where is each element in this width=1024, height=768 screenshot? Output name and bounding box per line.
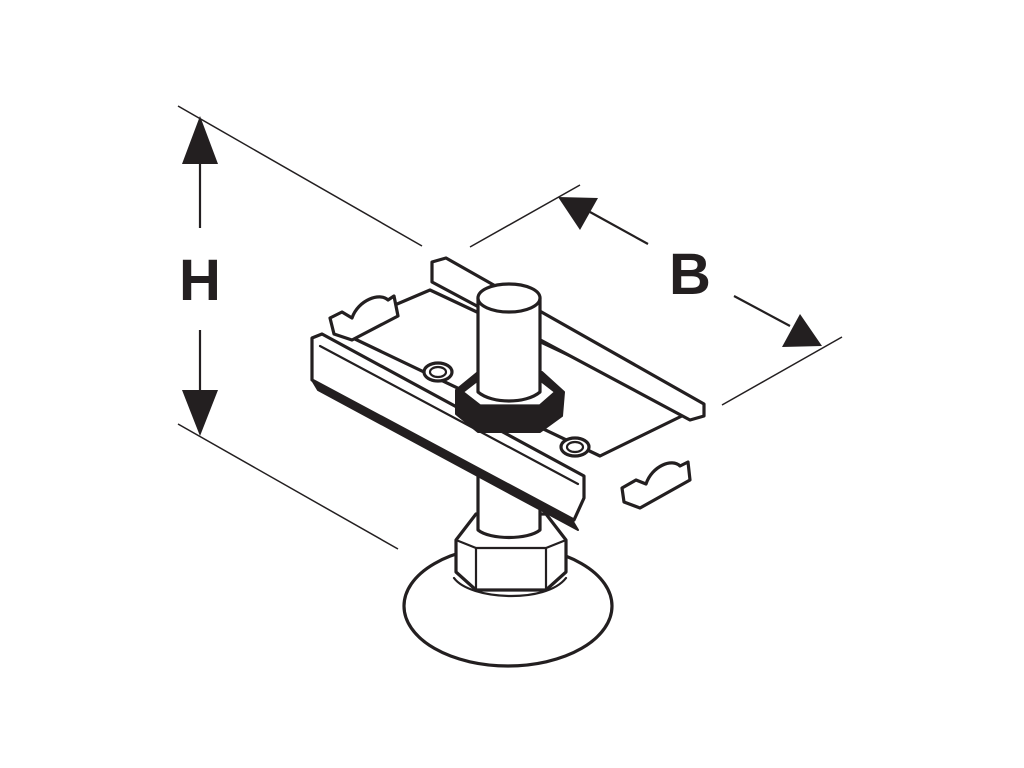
- threaded-stem-upper: [476, 296, 542, 403]
- bracket-notch-left: [328, 294, 400, 342]
- stem-top-cap: [476, 282, 542, 314]
- height-dimension: H: [177, 105, 423, 550]
- width-dimension: B: [469, 184, 843, 406]
- width-label: B: [669, 242, 711, 307]
- width-dimension-line-left: [589, 211, 649, 245]
- width-arrow-right: [782, 314, 822, 347]
- height-label: H: [179, 248, 221, 313]
- bracket-front-flange: [310, 332, 586, 522]
- width-arrow-left: [558, 197, 598, 230]
- mounting-hole-right: [559, 436, 591, 458]
- mounting-hole-left-inner: [428, 365, 448, 379]
- hex-nut-face-lines: [454, 538, 568, 592]
- width-dimension-line-right: [733, 295, 791, 327]
- height-extension-top: [177, 105, 423, 247]
- mounting-hole-right-inner: [565, 440, 585, 454]
- mounting-hole-left: [422, 361, 454, 383]
- height-arrow-up: [182, 116, 218, 164]
- width-extension-left: [469, 184, 581, 248]
- width-extension-right: [721, 336, 843, 406]
- bracket-notch-right: [620, 460, 692, 510]
- bracket-front-flange-edge: [318, 344, 580, 486]
- leveling-foot-part: [310, 256, 706, 668]
- height-arrow-down: [182, 390, 218, 436]
- height-extension-bottom: [177, 423, 399, 550]
- foot-base-rim: [452, 576, 568, 598]
